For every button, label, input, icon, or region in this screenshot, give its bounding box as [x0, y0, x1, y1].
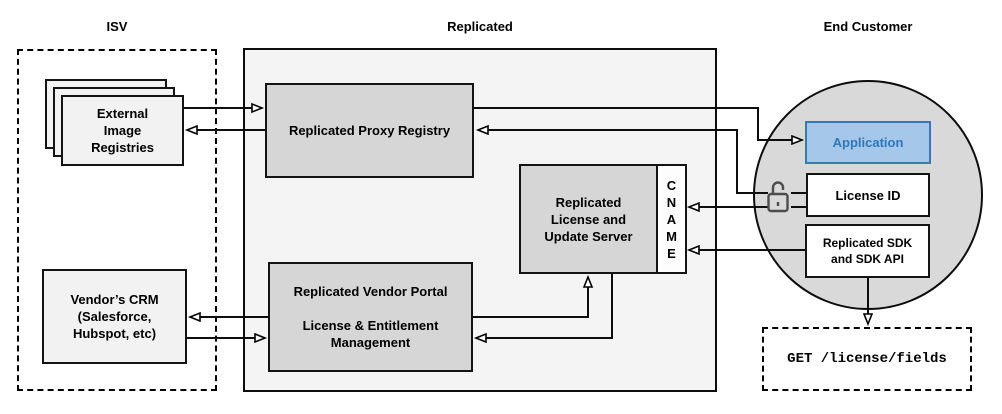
application-node: Application — [805, 121, 931, 164]
license-update-server-node: Replicated License and Update Server — [519, 164, 658, 274]
replicated-sdk-node: Replicated SDK and SDK API — [805, 224, 930, 278]
license-id-node: License ID — [806, 173, 930, 217]
unlocked-padlock-icon — [767, 181, 789, 213]
end-customer-section-title: End Customer — [823, 19, 913, 34]
edge-proxy-to-application — [474, 107, 802, 140]
proxy-registry-node: Replicated Proxy Registry — [265, 83, 474, 178]
external-image-registries-node: External Image Registries — [61, 95, 184, 166]
edge-license-server-to-portal — [476, 273, 613, 338]
isv-container — [17, 49, 217, 391]
cname-node: C N A M E — [656, 164, 687, 274]
edge-portal-to-license-server — [473, 277, 588, 318]
isv-section-title: ISV — [106, 19, 128, 34]
edge-license-to-proxy — [478, 130, 768, 194]
vendors-crm-node: Vendor’s CRM (Salesforce, Hubspot, etc) — [42, 269, 187, 364]
replicated-section-title: Replicated — [447, 19, 513, 34]
vendor-portal-node: Replicated Vendor Portal License & Entit… — [268, 262, 473, 372]
get-license-fields-node: GET /license/fields — [762, 327, 972, 391]
